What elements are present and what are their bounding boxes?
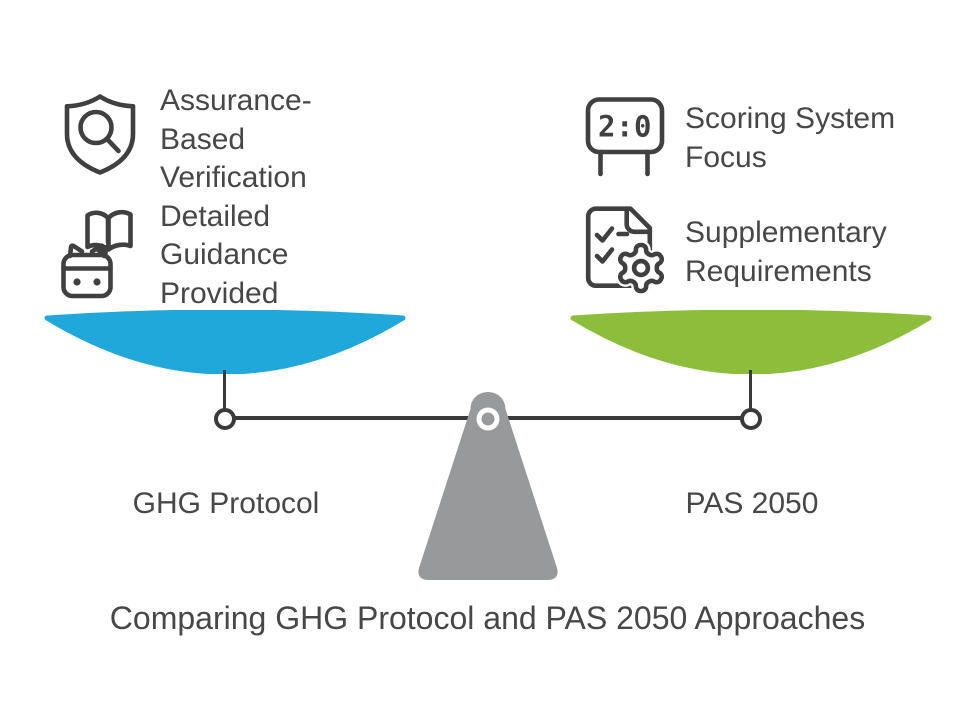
right-pan (570, 310, 932, 374)
left-pan (44, 310, 406, 374)
right-feature-2-label: Supplementary Requirements (685, 216, 887, 288)
scoreboard-icon: 2:0 (585, 97, 665, 177)
shield-magnifier-icon (64, 94, 136, 175)
left-pan-feature-list: Assurance-Based Verification Detailed Gu… (160, 82, 338, 313)
robot-book-icon (61, 209, 133, 299)
right-feature-1-label: Scoring System Focus (685, 102, 896, 174)
left-beam-joint (214, 408, 236, 430)
gear-icon (615, 240, 667, 296)
right-beam-joint (740, 408, 762, 430)
document-checklist-gear-icon (585, 206, 667, 296)
fulcrum-pivot-ring (476, 407, 500, 431)
fulcrum (418, 392, 558, 580)
left-feature-1-label: Assurance-Based Verification (160, 84, 312, 194)
right-pan-title: PAS 2050 (685, 487, 819, 520)
left-pan-title: GHG Protocol (132, 487, 320, 520)
left-feature-2-label: Detailed Guidance Provided (160, 199, 289, 310)
right-pan-hanger (749, 370, 752, 409)
diagram-title: Comparing GHG Protocol and PAS 2050 Appr… (109, 600, 866, 636)
scoreboard-value: 2:0 (598, 110, 652, 144)
left-pan-hanger (223, 370, 226, 409)
